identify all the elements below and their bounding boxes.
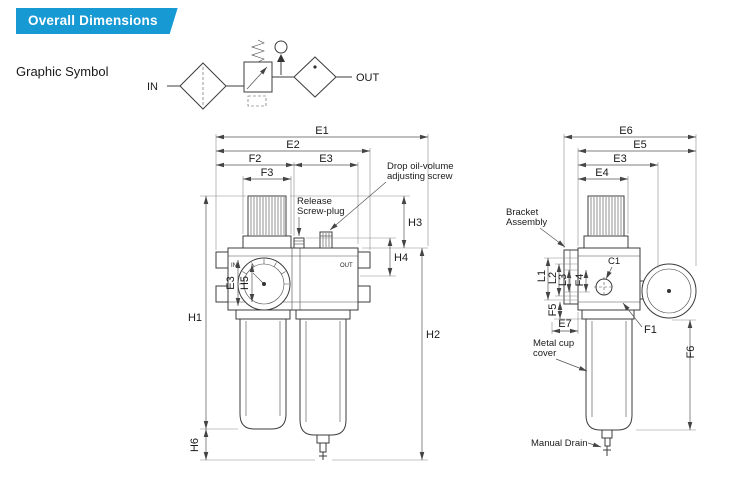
dim-h3: H3	[408, 217, 422, 229]
dim-h2: H2	[426, 329, 440, 341]
symbol-out-label: OUT	[356, 72, 380, 84]
side-regulator-knob	[583, 195, 629, 249]
dim-h4: H4	[394, 252, 408, 264]
lubricator-symbol-icon	[293, 56, 337, 98]
svg-text:Release: Release	[297, 196, 332, 207]
dim-e3-top: E3	[319, 153, 332, 165]
out-port-label: OUT	[340, 263, 353, 269]
svg-text:adjusting screw: adjusting screw	[387, 171, 453, 182]
dim-f1: F1	[644, 324, 657, 336]
dim-e6: E6	[619, 125, 632, 137]
front-drain	[316, 434, 330, 460]
metal-cup-cover-note: Metal cup cover	[533, 338, 588, 372]
dim-l2: L2	[547, 272, 559, 284]
regulator-knob	[242, 195, 292, 249]
side-unit-body	[577, 247, 641, 311]
dim-h5: H5	[239, 276, 251, 290]
pneumatic-graphic-symbol: Graphic Symbol IN OUT	[16, 39, 380, 110]
filter-symbol-icon	[179, 62, 227, 110]
svg-text:Manual Drain: Manual Drain	[531, 438, 588, 449]
regulator-symbol-icon	[243, 39, 273, 107]
drop-oil-screw-note: Drop oil-volume adjusting screw	[329, 161, 454, 231]
svg-text:Drop oil-volume: Drop oil-volume	[387, 161, 454, 172]
symbol-in-label: IN	[147, 81, 158, 93]
svg-text:Bracket: Bracket	[506, 207, 539, 218]
dim-e2: E2	[286, 139, 299, 151]
filter-bowl	[235, 309, 291, 430]
bracket-assembly-note: Bracket Assembly	[506, 207, 566, 248]
side-pressure-gauge	[639, 263, 697, 319]
dim-e5: E5	[633, 139, 646, 151]
dim-c1: C1	[608, 256, 620, 267]
graphic-symbol-title: Graphic Symbol	[16, 64, 109, 79]
dim-e4: E4	[595, 167, 608, 179]
front-view-drawing: IN OUT	[188, 125, 454, 461]
release-screw-plug-note: Release Screw-plug	[296, 196, 345, 236]
section-badge: Overall Dimensions	[16, 8, 178, 34]
side-view-drawing: E6 E5 E3 E4 L1 L2 L3 F4 F5 E7 C1 F1	[506, 125, 697, 456]
svg-text:Screw-plug: Screw-plug	[297, 206, 345, 217]
side-bowl	[581, 309, 635, 431]
dim-e3-side: E3	[613, 153, 626, 165]
manual-drain	[601, 429, 613, 456]
in-port-label: IN	[231, 263, 237, 269]
release-screw-plug	[293, 237, 305, 249]
dim-f4: F4	[574, 274, 586, 287]
dim-e7: E7	[558, 318, 571, 330]
gauge-symbol-icon	[274, 40, 288, 75]
dim-e3-left: E3	[225, 276, 237, 289]
lubricator-bowl	[295, 309, 351, 436]
dim-f2: F2	[249, 153, 262, 165]
dim-l3: L3	[557, 274, 569, 286]
dim-h1: H1	[188, 312, 202, 324]
oil-adjusting-screw	[319, 231, 333, 249]
svg-text:cover: cover	[533, 348, 556, 359]
dim-f6: F6	[685, 346, 697, 359]
dim-f5: F5	[547, 304, 559, 317]
svg-text:Assembly: Assembly	[506, 217, 547, 228]
manual-drain-note: Manual Drain	[531, 438, 602, 449]
dim-e1: E1	[315, 125, 328, 137]
dim-l1: L1	[536, 270, 548, 282]
dim-h6: H6	[189, 438, 201, 452]
svg-text:Metal cup: Metal cup	[533, 338, 574, 349]
dim-f3: F3	[261, 167, 274, 179]
